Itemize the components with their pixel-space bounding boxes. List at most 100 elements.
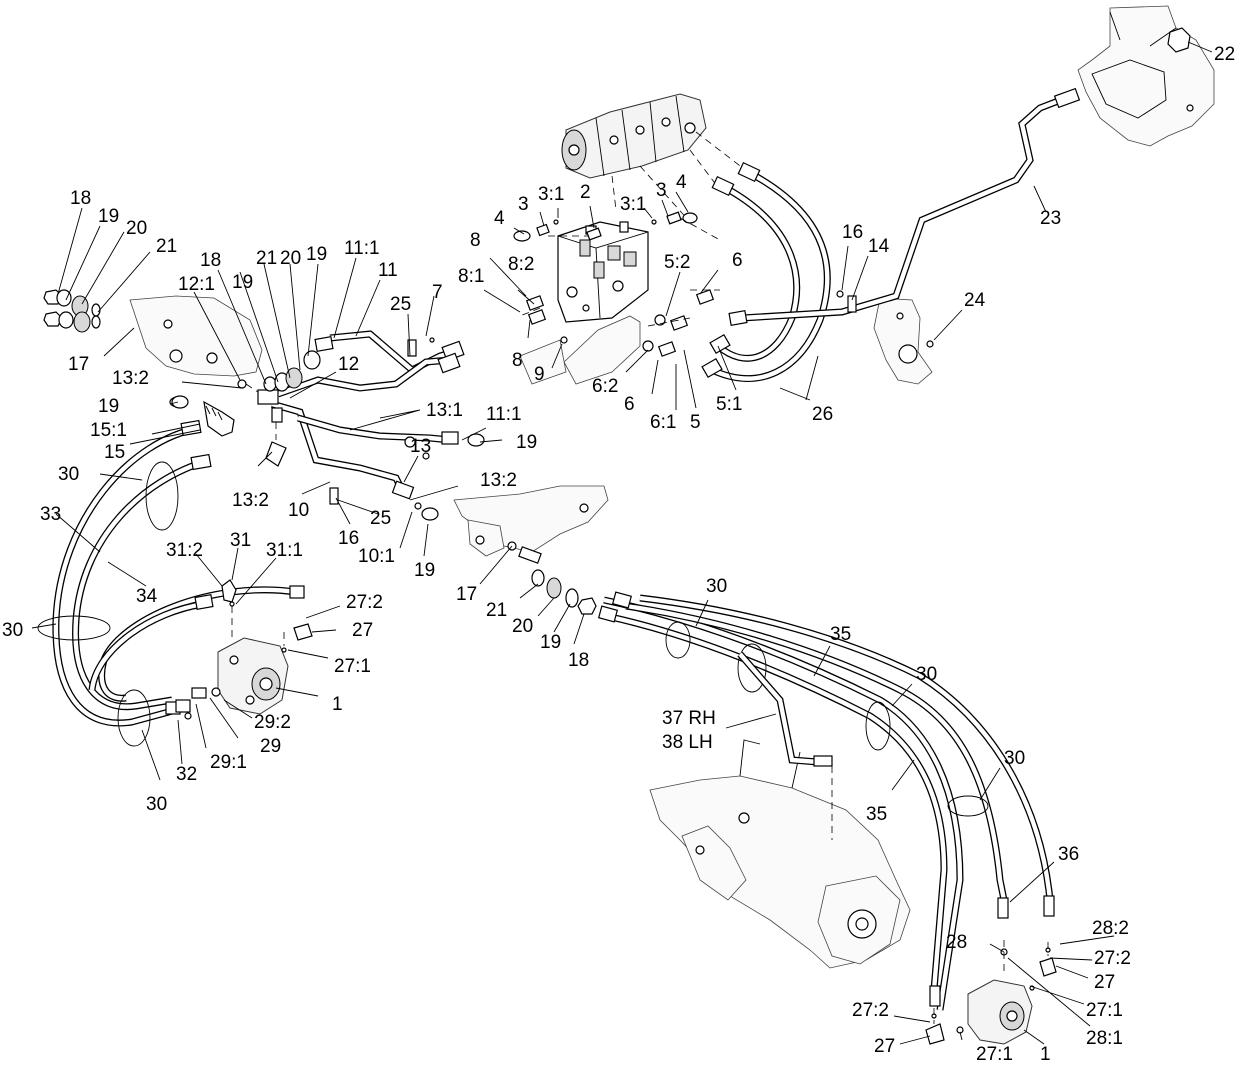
callout-7: 7 (432, 282, 443, 303)
tube-group-10-11-12 (271, 330, 465, 500)
callout-27-1: 27:1 (976, 1044, 1013, 1065)
callout-13-2: 13:2 (112, 368, 149, 389)
tandem-gear-pump (561, 93, 707, 179)
callout-3-1: 3:1 (538, 184, 564, 205)
callout-20: 20 (126, 218, 147, 239)
tube-23 (728, 87, 1081, 326)
callout-11-1: 11:1 (344, 238, 380, 259)
callout-19: 19 (98, 396, 119, 417)
callout-20: 20 (280, 248, 301, 269)
callout-16: 16 (842, 222, 863, 243)
callout-30: 30 (58, 464, 79, 485)
callout-15: 15 (104, 442, 125, 463)
callout-6-2: 6:2 (592, 376, 618, 397)
left-wheel-motor (217, 637, 289, 715)
callout-27: 27 (1094, 972, 1115, 993)
elbow-fitting-31 (184, 579, 313, 720)
callout-31-1: 31:1 (266, 540, 303, 561)
callout-34: 34 (136, 586, 158, 607)
tee-alignment-lines (245, 383, 277, 440)
long-hose-bundle (597, 591, 1055, 1011)
callout-24: 24 (964, 290, 986, 311)
callout-30: 30 (706, 576, 727, 597)
callout-27: 27 (352, 620, 373, 641)
elbow-fitting-27-28 (925, 947, 1057, 1045)
callout-17: 17 (456, 584, 477, 605)
callout-38-lh: 38 LH (662, 732, 713, 753)
callout-19: 19 (306, 244, 327, 265)
callout-5-2: 5:2 (664, 252, 690, 273)
callout-28-2: 28:2 (1092, 918, 1129, 939)
callout-labels: 18 19 20 21 17 12:1 18 19 21 20 19 11:1 … (2, 44, 1235, 1065)
pump-alignment-lines (611, 131, 749, 223)
callout-2: 2 (580, 182, 591, 203)
callout-16: 16 (338, 528, 359, 549)
callout-30: 30 (1004, 748, 1025, 769)
callout-35: 35 (830, 624, 851, 645)
callout-29: 29 (260, 736, 281, 757)
callout-13-2: 13:2 (480, 470, 517, 491)
callout-15-1: 15:1 (90, 420, 127, 441)
callout-21: 21 (256, 248, 277, 269)
callout-20: 20 (512, 616, 533, 637)
callout-27: 27 (874, 1036, 895, 1057)
callout-13-2: 13:2 (232, 490, 269, 511)
callout-18: 18 (568, 650, 589, 671)
callout-3-1: 3:1 (620, 194, 646, 215)
callout-11: 11 (378, 260, 398, 281)
valve-mount-bracket (519, 315, 641, 385)
bolt-24 (926, 340, 934, 348)
motor-alignment-lines (231, 606, 285, 646)
callout-29-2: 29:2 (254, 712, 291, 733)
callout-27-1: 27:1 (1086, 1000, 1123, 1021)
callout-36: 36 (1058, 844, 1079, 865)
callout-19: 19 (414, 560, 435, 581)
callout-4: 4 (494, 208, 505, 229)
callout-32: 32 (176, 764, 197, 785)
callout-3: 3 (518, 194, 529, 215)
tee-fitting-13 (237, 379, 287, 467)
callout-6: 6 (732, 250, 743, 271)
valve-alignment-lines (519, 217, 721, 327)
callout-21: 21 (156, 236, 177, 257)
callout-14: 14 (868, 236, 890, 257)
center-frame-bracket (453, 485, 609, 557)
callout-8-2: 8:2 (508, 254, 534, 275)
callout-30: 30 (916, 664, 937, 685)
callout-37-rh: 37 RH (662, 708, 716, 729)
callout-23: 23 (1040, 208, 1061, 229)
pump-pressure-hoses (701, 161, 831, 382)
right-wheel-motor (967, 979, 1033, 1045)
washer-stack-upper-left (43, 289, 101, 333)
callout-1: 1 (332, 694, 343, 715)
callout-5-1: 5:1 (716, 394, 742, 415)
fitting-22 (1167, 27, 1191, 53)
callout-8: 8 (512, 350, 523, 371)
hose-bracket-37-38 (737, 651, 833, 767)
callout-33: 33 (40, 504, 61, 525)
callout-31: 31 (230, 530, 251, 551)
callout-19: 19 (540, 632, 561, 653)
callout-35: 35 (866, 804, 887, 825)
callout-19: 19 (516, 432, 537, 453)
callout-22: 22 (1214, 44, 1235, 65)
callout-10-1: 10:1 (358, 546, 395, 567)
callout-31-2: 31:2 (166, 540, 203, 561)
callout-11-1: 11:1 (486, 404, 522, 425)
callout-10: 10 (288, 500, 309, 521)
callout-28: 28 (946, 932, 967, 953)
callout-19: 19 (98, 206, 119, 227)
washer-stack-upper-middle (171, 350, 485, 460)
front-axle-frame (649, 739, 911, 969)
callout-21: 21 (486, 600, 507, 621)
callout-3: 3 (656, 180, 667, 201)
callout-4: 4 (676, 172, 687, 193)
callout-30: 30 (146, 794, 167, 815)
callout-13-1: 13:1 (426, 400, 463, 421)
rear-frame-bracket (1077, 5, 1215, 147)
callout-25: 25 (390, 294, 411, 315)
right-mount-bracket (873, 297, 933, 385)
left-mount-plate (129, 295, 263, 377)
callout-6-1: 6:1 (650, 412, 676, 433)
